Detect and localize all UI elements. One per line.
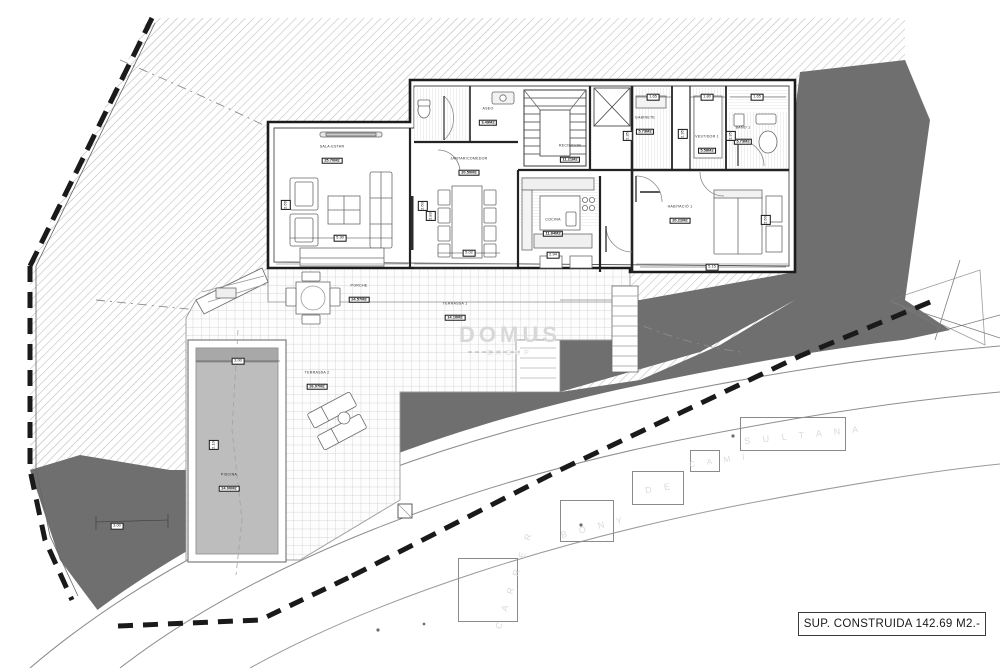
- kitchen-fittings: [521, 177, 596, 269]
- plan-markers: [397, 503, 413, 519]
- dimension-label: 2.60: [418, 201, 428, 211]
- dimension-label: 2.60: [761, 215, 771, 225]
- dimension-label: 3.00: [110, 522, 124, 530]
- dimension-label: 3.00: [231, 357, 245, 365]
- street-frame: [560, 500, 614, 542]
- dimension-label: 1.65: [646, 93, 660, 101]
- dimension-label: 2.35: [678, 129, 688, 139]
- shaft-crossed: [593, 87, 631, 127]
- staircase: [523, 89, 587, 167]
- dimension-label: 2.94: [546, 251, 560, 259]
- road-band: [29, 330, 1000, 668]
- title-block: SUP. CONSTRUIDA 142.69 M2.-: [798, 612, 986, 636]
- bedroom-furniture: [635, 95, 783, 255]
- dimension-label: 5.15: [705, 263, 719, 271]
- street-frame: [690, 450, 720, 472]
- dining-table-and-chairs: [437, 185, 497, 259]
- street-frame: [458, 558, 518, 622]
- dimension-label: 1.65: [750, 93, 764, 101]
- dimension-label: 1.80: [700, 93, 714, 101]
- road-markers: [376, 434, 735, 632]
- dimension-label: 2.10: [209, 440, 219, 450]
- glazing: [276, 196, 788, 269]
- dimension-label: 2.35: [726, 131, 736, 141]
- dimension-label: 2.35: [623, 131, 633, 141]
- plot-boundary-inner: [35, 22, 156, 597]
- built-area-text: SUP. CONSTRUIDA 142.69 M2.-: [803, 618, 981, 630]
- dimension-label: 2.66: [281, 200, 291, 210]
- dimension-label: 5.02: [462, 249, 476, 257]
- plot-boundary: [27, 16, 936, 629]
- street-frame: [632, 471, 684, 505]
- dimension-label: 2.83: [426, 211, 436, 221]
- sun-loungers: [307, 391, 367, 451]
- porch-furniture: [285, 271, 341, 325]
- bathroom-fittings-aseo: [417, 91, 515, 141]
- street-frame: [740, 417, 846, 451]
- dimension-label: 5.30: [333, 234, 347, 242]
- door-swings: [437, 149, 725, 253]
- survey-triangulation: [888, 259, 1000, 346]
- bathroom-fittings-master: [733, 113, 778, 167]
- entry-steps: [195, 267, 269, 315]
- swimming-pool: [187, 329, 287, 576]
- living-room-furniture: [289, 131, 393, 267]
- exterior-stairs: [468, 285, 639, 393]
